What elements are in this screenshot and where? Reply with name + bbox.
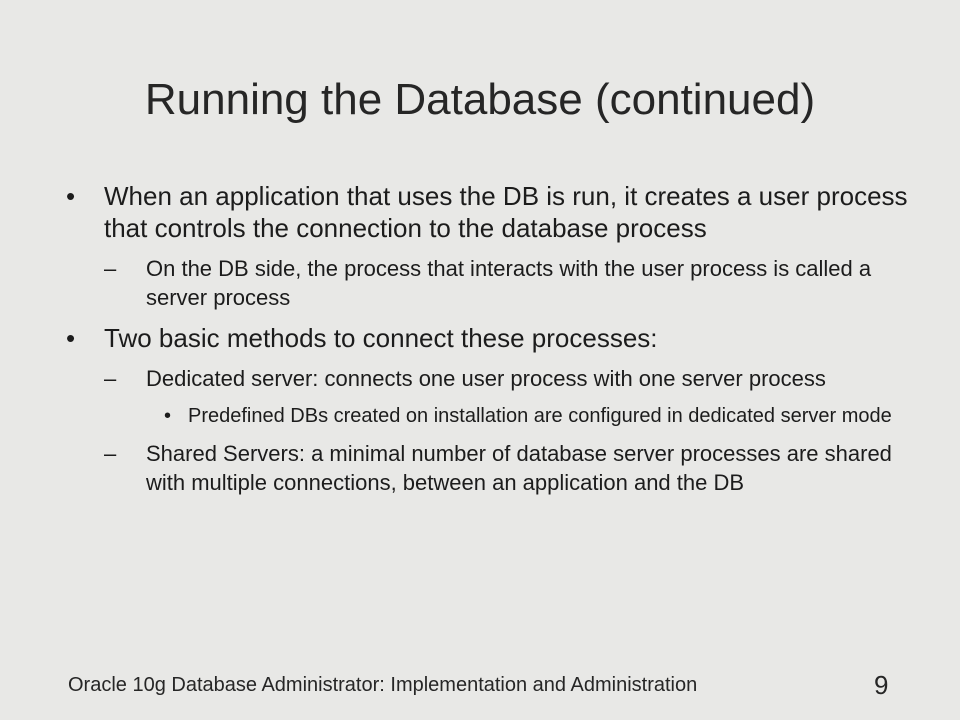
bullet-text: Dedicated server: connects one user proc… [146,366,826,391]
bullet-marker: • [66,323,76,353]
slide-title: Running the Database (continued) [144,75,816,124]
bullet-level-2: – On the DB side, the process that inter… [66,254,926,312]
bullet-marker: • [66,181,76,211]
bullet-text: On the DB side, the process that interac… [146,256,872,310]
bullet-text: Shared Servers: a minimal number of data… [146,441,892,495]
bullet-text: Two basic methods to connect these proce… [104,323,658,353]
bullet-text: When an application that uses the DB is … [104,181,908,243]
bullet-level-2: – Dedicated server: connects one user pr… [66,364,926,393]
bullet-level-2: – Shared Servers: a minimal number of da… [66,439,926,497]
slide-content: • When an application that uses the DB i… [66,180,926,507]
slide-footer: Oracle 10g Database Administrator: Imple… [68,674,698,696]
bullet-level-1: • Two basic methods to connect these pro… [66,322,926,354]
dash-marker: – [104,256,117,281]
dash-marker: – [104,441,117,466]
bullet-marker: • [164,405,172,427]
bullet-text: Predefined DBs created on installation a… [188,405,892,427]
bullet-level-1: • When an application that uses the DB i… [66,180,926,244]
bullet-level-3: • Predefined DBs created on installation… [66,403,926,429]
dash-marker: – [104,366,117,391]
page-number: 9 [874,670,889,700]
